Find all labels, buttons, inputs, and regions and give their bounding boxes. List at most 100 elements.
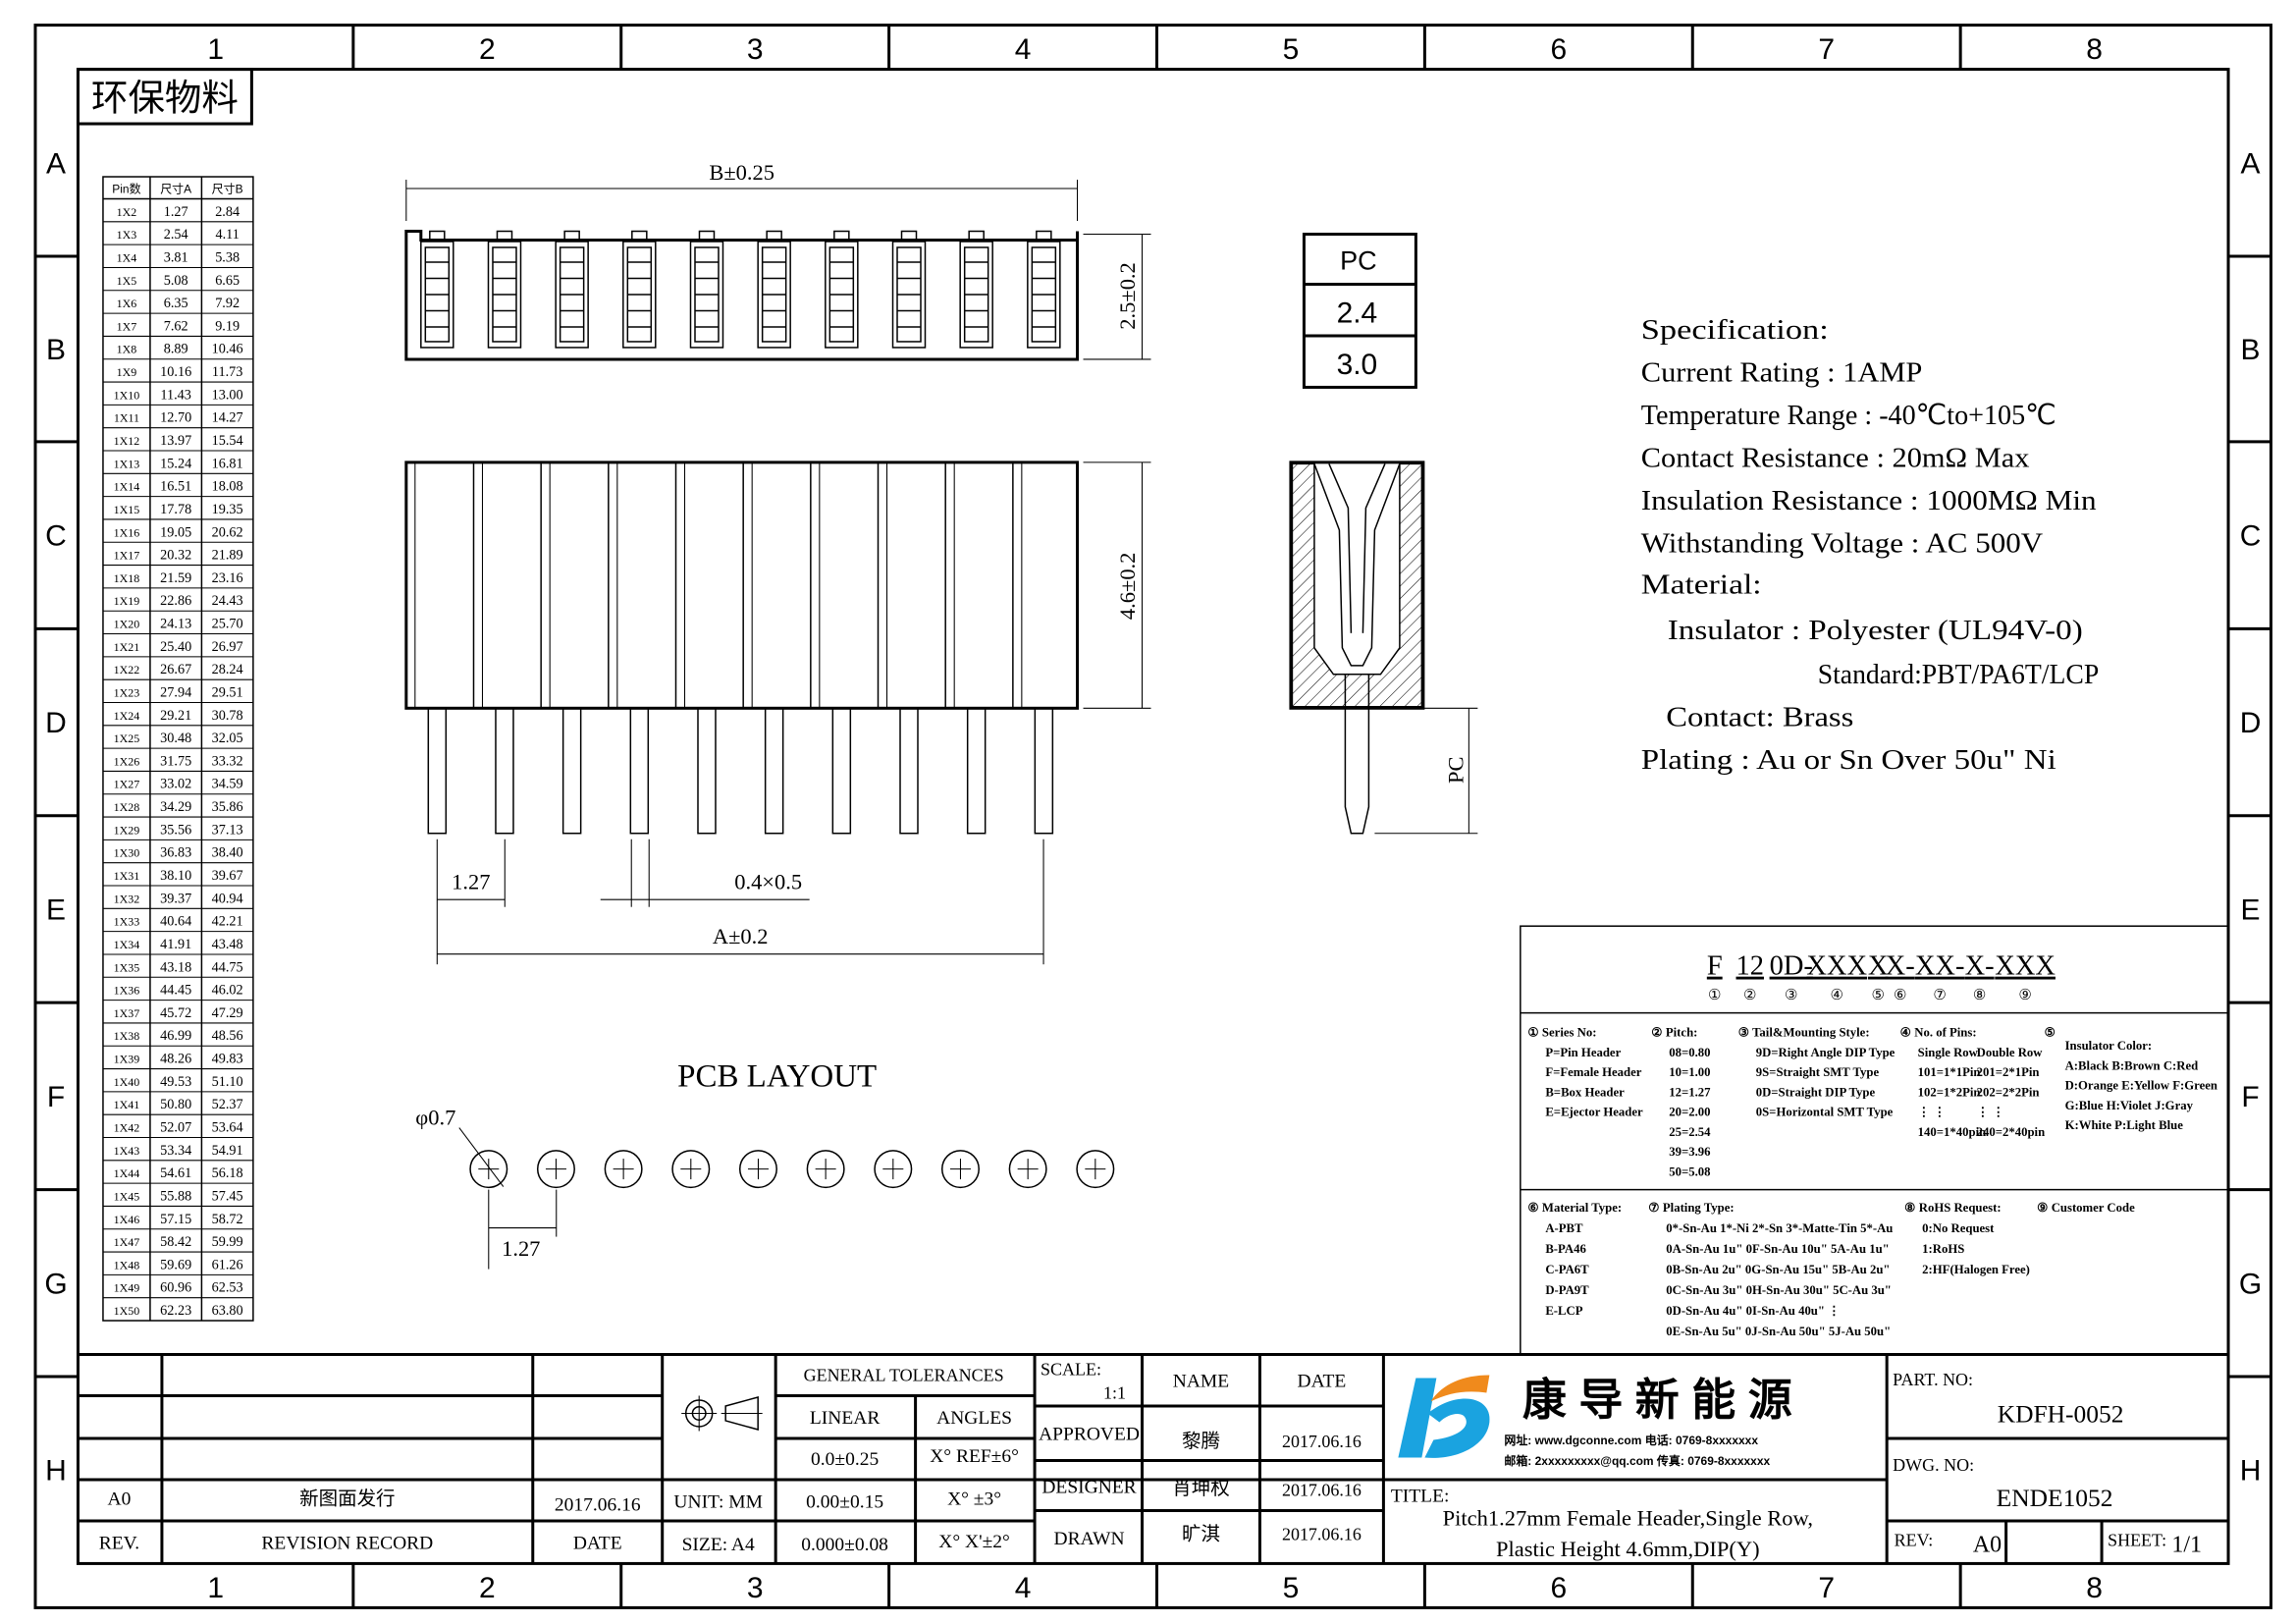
pcb-hole-circle xyxy=(874,1150,913,1189)
zone-column-label: 3 xyxy=(747,33,764,66)
specification-notes: Specification:Current Rating : 1AMPTempe… xyxy=(1641,315,2099,776)
legend-line: Double Row xyxy=(1977,1046,2044,1059)
pin xyxy=(966,707,987,835)
signoff-date: 2017.06.16 xyxy=(1282,1480,1362,1499)
zone-row-label: E xyxy=(2241,893,2261,926)
linear-header: LINEAR xyxy=(810,1408,880,1429)
dim-side-pc-label: PC xyxy=(1443,757,1468,785)
pin-table-cell: 30.48 xyxy=(160,731,191,746)
legend-line: 101=1*1Pin xyxy=(1918,1065,1981,1079)
pc-height-table: PC 2.4 3.0 xyxy=(1302,233,1417,389)
pin-table-cell: 1X50 xyxy=(114,1304,140,1318)
pin-table-cell: 1X5 xyxy=(117,274,137,288)
pin-table-cell: 1X40 xyxy=(114,1075,140,1089)
dim-top-height-label: 2.5±0.2 xyxy=(1115,262,1140,330)
pin-table-cell: 39.37 xyxy=(160,891,191,906)
pin-table-cell: 1X12 xyxy=(114,434,140,448)
pin-table-cell: 12.70 xyxy=(160,410,191,426)
drawing-title-line2: Plastic Height 4.6mm,DIP(Y) xyxy=(1496,1537,1760,1561)
zone-row-label: D xyxy=(2240,707,2262,739)
pin xyxy=(561,707,582,835)
pin-table-cell: 52.07 xyxy=(160,1119,191,1135)
pin-table-cell: 1X29 xyxy=(114,823,140,837)
pcb-hole-circle xyxy=(671,1150,711,1189)
top-notch xyxy=(1036,230,1052,242)
zone-column-label: 5 xyxy=(1283,33,1300,66)
pin-table-cell: 34.29 xyxy=(160,799,191,815)
company-contact: 网址: www.dgconne.com 电话: 0769-8xxxxxxx xyxy=(1504,1433,1758,1447)
part-code-marker: ④ xyxy=(1830,987,1842,1003)
linear-tolerance: 0.00±0.15 xyxy=(806,1491,883,1512)
legend-line: ② Pitch: xyxy=(1651,1026,1697,1040)
top-view-contact xyxy=(420,241,454,349)
pin-table-cell: 43.48 xyxy=(212,937,243,952)
zone-column-label: 4 xyxy=(1015,33,1032,66)
legend-line: 202=2*2Pin xyxy=(1977,1085,2040,1099)
pin-table-cell: 9.19 xyxy=(215,318,240,334)
pin-table-cell: 1X17 xyxy=(114,549,140,563)
top-notch xyxy=(968,230,985,242)
pcb-hole xyxy=(604,1150,643,1189)
legend-line: E=Ejector Header xyxy=(1545,1106,1643,1119)
legend-line: ③ Tail&Mounting Style: xyxy=(1738,1026,1870,1040)
legend-line: 0C-Sn-Au 3u" 0H-Sn-Au 30u" 5C-Au 3u" xyxy=(1666,1283,1892,1297)
pin-table-cell: 1X47 xyxy=(114,1235,140,1249)
top-notch xyxy=(563,230,580,242)
pin-table-cell: 1X48 xyxy=(114,1258,140,1272)
pin-table-cell: 38.10 xyxy=(160,868,191,884)
legend-line: 39=3.96 xyxy=(1669,1145,1710,1159)
pin-table-cell: 16.81 xyxy=(212,456,243,471)
pin-table-cell: 1X33 xyxy=(114,915,140,929)
contact-slot xyxy=(487,241,522,349)
pin-table-cell: 44.75 xyxy=(212,959,243,975)
part-code-marker: ① xyxy=(1708,987,1721,1003)
legend-line: 0:No Request xyxy=(1922,1221,1995,1235)
company-contact: 邮箱: 2xxxxxxxxx@qq.com 传真: 0769-8xxxxxxx xyxy=(1504,1453,1770,1468)
legend-line: F=Female Header xyxy=(1545,1065,1641,1079)
legend-line: 1:RoHS xyxy=(1922,1242,1964,1256)
pin-table-cell: 1X13 xyxy=(114,457,140,470)
pin-table-cell: 1X24 xyxy=(114,709,140,723)
pcb-hole-circle xyxy=(536,1150,575,1189)
zone-row-label: D xyxy=(45,707,67,739)
pcb-hole-circle xyxy=(738,1150,777,1189)
top-view-outline xyxy=(404,230,1080,361)
pin-table-cell: 25.70 xyxy=(212,617,243,632)
legend-line: 140=1*40pin xyxy=(1918,1125,1987,1139)
pin-table-cell: 1X45 xyxy=(114,1189,140,1203)
pin-table-cell: 24.43 xyxy=(212,593,243,609)
contact-slot xyxy=(825,241,859,349)
pin-table-cell: 5.38 xyxy=(215,249,240,265)
legend-line: B=Box Header xyxy=(1545,1085,1625,1099)
front-view-body xyxy=(404,460,1080,710)
dim-pitch-label: 1.27 xyxy=(452,870,490,894)
zone-row-label: C xyxy=(45,520,67,553)
contact-slot xyxy=(420,241,454,349)
zone-row-label: H xyxy=(2240,1455,2262,1488)
sheet-label: SHEET: xyxy=(2108,1530,2166,1549)
signoff-date: 2017.06.16 xyxy=(1282,1524,1362,1543)
pin xyxy=(764,707,784,835)
pin-table-cell: 1X38 xyxy=(114,1029,140,1043)
sheet-value: 1/1 xyxy=(2171,1532,2202,1557)
pcb-hole-circle xyxy=(1076,1150,1115,1189)
specification-line: Contact: Brass xyxy=(1666,702,1853,732)
contact-slot xyxy=(891,241,927,349)
pcb-hole-circle xyxy=(1008,1150,1047,1189)
zone-row-label: F xyxy=(2241,1081,2259,1113)
pin-table-cell: 49.83 xyxy=(212,1052,243,1067)
specification-line: Insulator : Polyester (UL94V-0) xyxy=(1668,616,2083,646)
pin-table-cell: 59.69 xyxy=(160,1257,191,1272)
legend-line: 0*-Sn-Au 1*-Ni 2*-Sn 3*-Matte-Tin 5*-Au xyxy=(1666,1221,1893,1235)
dimension-top-height: 2.5±0.2 xyxy=(1083,233,1151,360)
